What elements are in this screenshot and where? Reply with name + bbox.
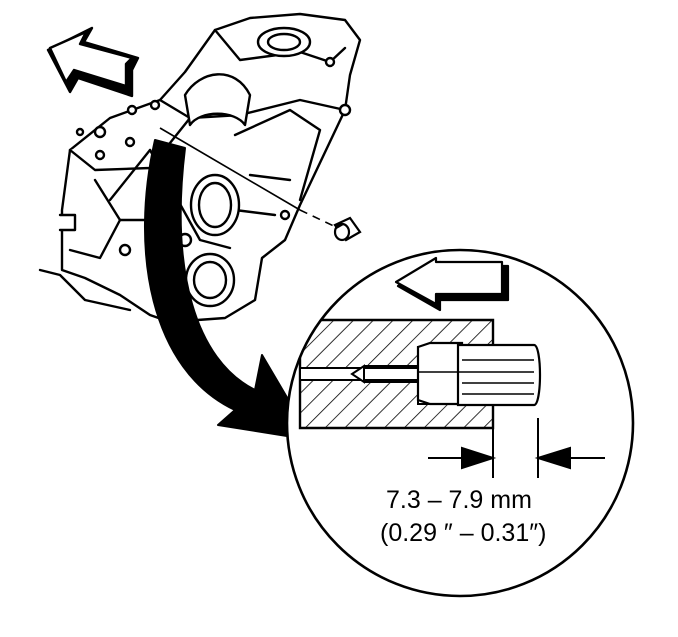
plug-detail bbox=[416, 341, 542, 407]
dimension-metric-label: 7.3 – 7.9 mm bbox=[386, 486, 532, 514]
expansion-plug bbox=[333, 216, 362, 242]
arrow-left-icon bbox=[394, 256, 510, 312]
engine-block bbox=[38, 12, 362, 324]
dimension-markers bbox=[428, 418, 605, 478]
arrow-left-icon bbox=[46, 26, 140, 98]
installation-line bbox=[159, 127, 339, 229]
detail-view bbox=[285, 248, 635, 598]
curved-arrow-icon bbox=[143, 139, 313, 441]
dimension-imperial-label: (0.29 ″ – 0.31″) bbox=[380, 519, 547, 547]
